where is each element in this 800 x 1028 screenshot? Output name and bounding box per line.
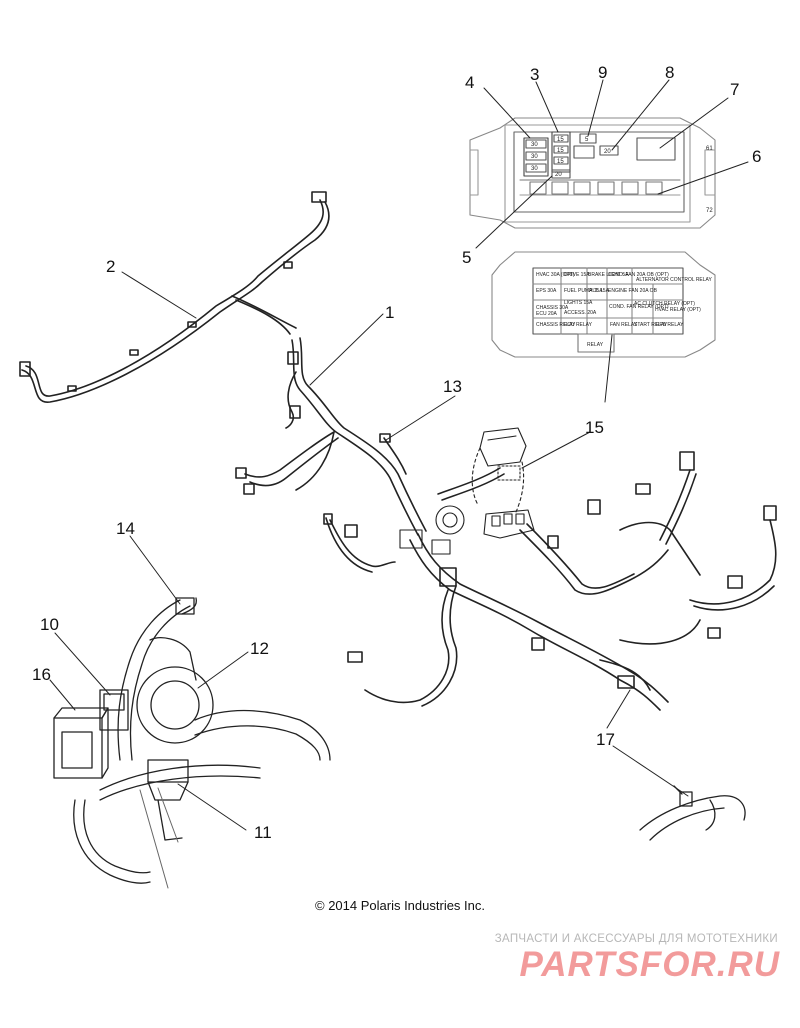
cell-ecu: ECU 20A — [536, 311, 558, 317]
cell-chassis: CHASSIS 30A — [536, 305, 569, 311]
left-assembly — [53, 597, 331, 884]
callout-8: 8 — [665, 63, 674, 82]
callout-15: 15 — [585, 418, 604, 437]
fuse-20-b: 20 — [555, 172, 562, 178]
callout-13: 13 — [443, 377, 462, 396]
cell-hvac: HVAC 30A (OPT) — [536, 272, 575, 278]
callout-12: 12 — [250, 639, 269, 658]
callout-16: 16 — [32, 665, 51, 684]
cell-fan-relay: FAN RELAY — [610, 322, 638, 328]
fuse-15-a: 15 — [557, 137, 564, 143]
callout-3: 3 — [530, 65, 539, 84]
cell-chassis-relay: CHASSIS RELAY — [536, 322, 576, 328]
fuse-30-c: 30 — [531, 166, 538, 172]
cell-engine-fan: ENGINE FAN 20A OB — [608, 288, 658, 294]
cell-lights: LIGHTS 15A — [564, 300, 593, 306]
cell-ac-clutch-relay: AC CLUTCH RELAY (OPT) — [634, 301, 695, 307]
harness-2 — [19, 191, 330, 403]
callout-5: 5 — [462, 248, 471, 267]
callout-1: 1 — [385, 303, 394, 322]
callout-labels: 1 2 3 4 5 6 7 8 9 10 11 12 13 14 15 16 1… — [32, 63, 761, 842]
callout-10: 10 — [40, 615, 59, 634]
callout-9: 9 — [598, 63, 607, 82]
item-17-detail — [639, 785, 746, 841]
fuse-30-a: 30 — [531, 142, 538, 148]
callout-2: 2 — [106, 257, 115, 276]
fuse-15-b: 15 — [557, 148, 564, 154]
side-mark-61: 61 — [706, 146, 713, 152]
cell-alt-relay: ALTERNATOR CONTROL RELAY — [636, 277, 713, 283]
callout-11: 11 — [254, 823, 272, 842]
watermark-logo: PARTSFOR.RU — [519, 945, 780, 984]
callout-4: 4 — [465, 73, 474, 92]
callout-6: 6 — [752, 147, 761, 166]
callout-17: 17 — [596, 730, 615, 749]
cell-eps: EPS 30A — [536, 288, 557, 294]
fuse-20-a: 20 — [604, 149, 611, 155]
fuse-box-cover — [491, 251, 716, 358]
cell-cond-fan: COND. FAN 20A OB (OPT) — [608, 272, 669, 278]
cell-relay: RELAY — [587, 342, 604, 348]
harness-1-right — [347, 451, 777, 711]
copyright-notice: © 2014 Polaris Industries Inc. — [315, 898, 485, 913]
watermark-tagline: ЗАПЧАСТИ И АКСЕССУАРЫ ДЛЯ МОТОТЕХНИКИ — [494, 933, 778, 945]
fuse-block-15 — [471, 427, 535, 539]
harness-1-main — [235, 337, 427, 573]
cell-drive: DRIVE 15A — [564, 272, 590, 278]
cell-eps-relay: EPS RELAY — [656, 322, 684, 328]
center-component — [399, 505, 465, 555]
callout-7: 7 — [730, 80, 739, 99]
side-mark-72: 72 — [706, 208, 713, 214]
cell-start-relay: START RELAY — [634, 322, 668, 328]
cell-fuel-pump: FUEL PUMP 15A — [564, 288, 603, 294]
cell-hvac-relay: HVAC RELAY (OPT) — [655, 307, 701, 313]
cell-ecu-relay: ECU RELAY — [564, 322, 593, 328]
cell-alt: ALT. 15A — [589, 288, 610, 294]
fuse-5: 5 — [585, 137, 589, 143]
cell-access: ACCESS. 20A — [564, 310, 597, 316]
leader-lines — [49, 79, 749, 889]
fuse-box-top — [469, 117, 716, 229]
fuse-box-cover-labels: HVAC 30A (OPT) DRIVE 15A BRAKE LIGHT 5A … — [536, 272, 713, 348]
cell-cond-fan-relay: COND. FAN RELAY (OPT) — [609, 304, 669, 310]
cell-brake: BRAKE LIGHT 5A — [588, 272, 629, 278]
callout-14: 14 — [116, 519, 135, 538]
fuse-30-b: 30 — [531, 154, 538, 160]
fuse-box-top-labels: 30 30 30 15 15 15 5 20 20 61 72 — [531, 137, 713, 214]
fuse-15-c: 15 — [557, 159, 564, 165]
